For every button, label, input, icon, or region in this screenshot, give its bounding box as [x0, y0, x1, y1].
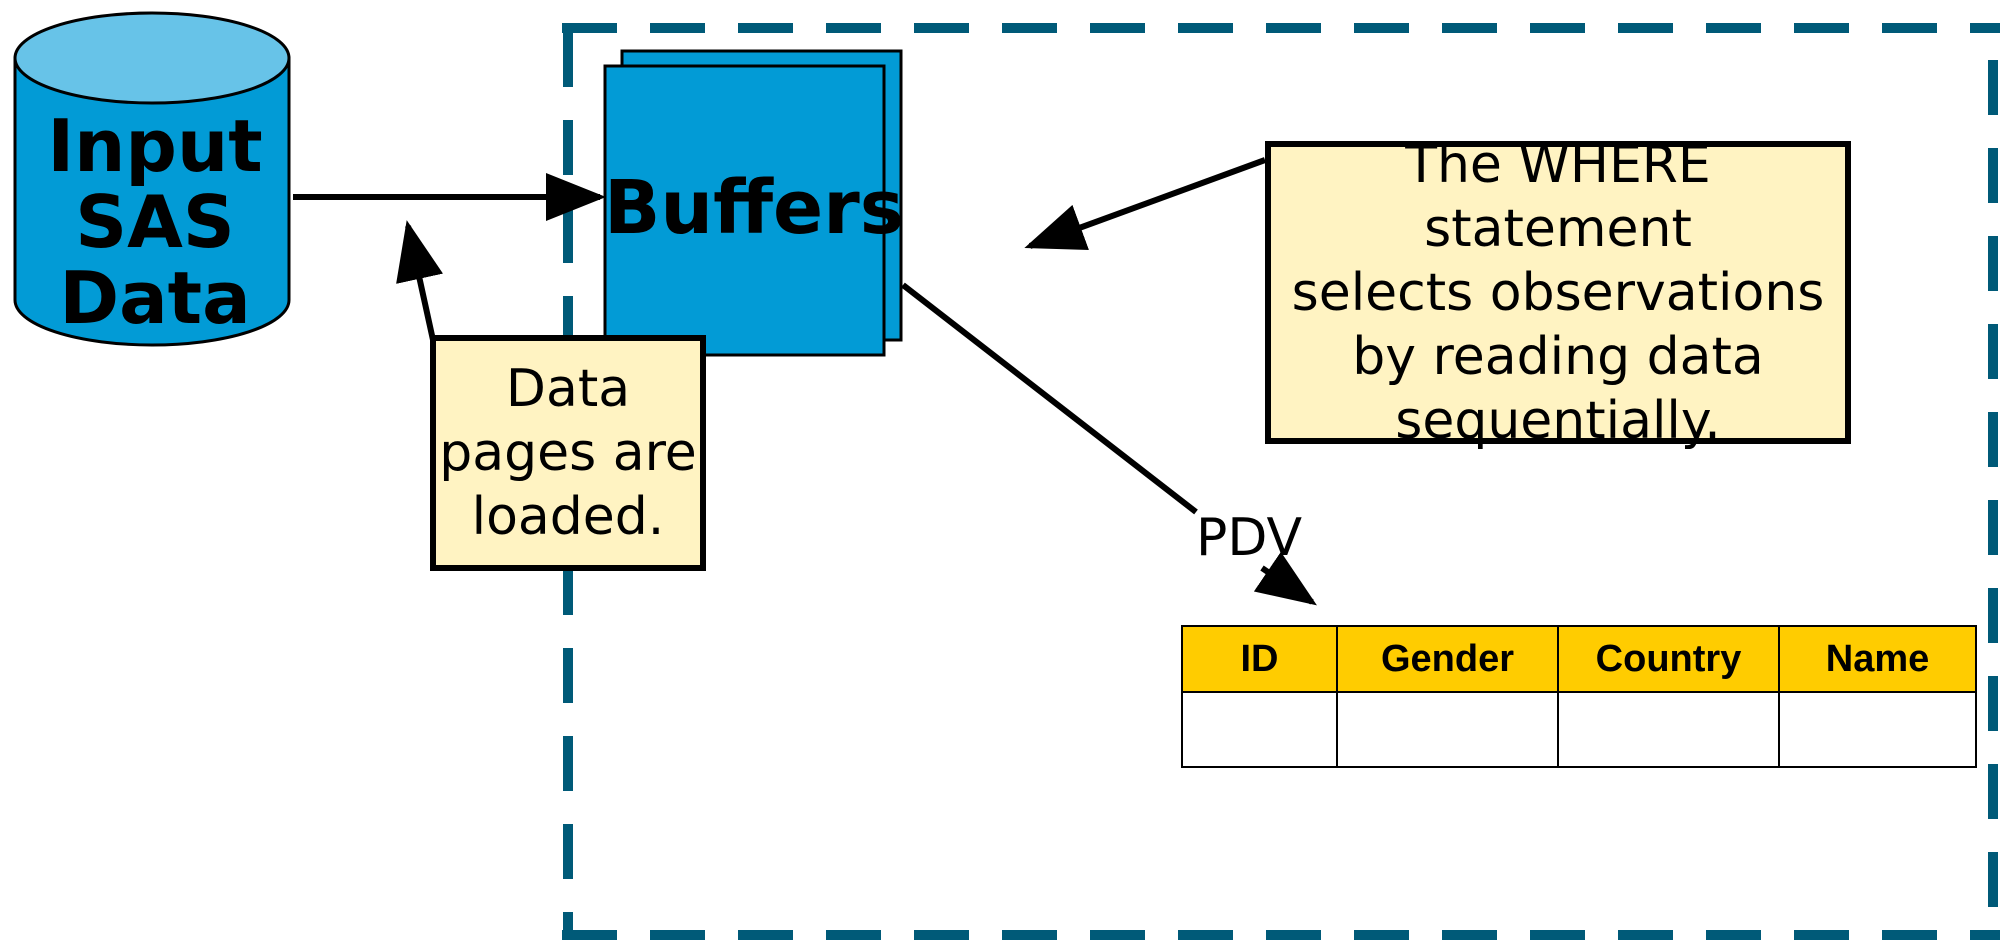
pdv-row	[1181, 691, 1977, 768]
pdv-table: ID Gender Country Name	[1181, 625, 1977, 768]
input-data-label: Input SAS Data	[15, 108, 295, 336]
pdv-header-row: ID Gender Country Name	[1181, 625, 1977, 693]
buffers-stack-icon	[603, 49, 903, 357]
arrow-pdv-to-table	[1253, 551, 1317, 606]
note-line: Data	[505, 359, 631, 419]
note-line: pages are	[439, 423, 697, 483]
input-label-line: Input	[47, 104, 263, 188]
connector-buffers-to-pdv	[901, 282, 1198, 515]
arrow-note-to-input-line	[396, 220, 444, 341]
pdv-label: PDV	[1196, 508, 1303, 568]
pdv-header-gender: Gender	[1336, 625, 1559, 693]
pdv-cell	[1557, 691, 1780, 768]
input-data-cylinder-icon	[13, 11, 291, 347]
note-where-statement: The WHERE statement selects observations…	[1265, 135, 1851, 451]
note-line: sequentially.	[1395, 390, 1721, 451]
pdv-cell	[1336, 691, 1559, 768]
note-data-pages-loaded: Data pages are loaded.	[430, 335, 706, 571]
pdv-cell	[1181, 691, 1338, 768]
note-line: loaded.	[471, 487, 665, 547]
note-line: The WHERE statement	[1405, 134, 1711, 259]
note-line: by reading data	[1352, 326, 1764, 387]
pdv-header-country: Country	[1557, 625, 1780, 693]
arrow-where-note-to-buffer-area	[1024, 157, 1267, 250]
input-label-line: Data	[59, 256, 251, 340]
input-label-line: SAS	[75, 180, 235, 264]
buffers-label: Buffers	[604, 165, 904, 251]
pdv-cell	[1778, 691, 1977, 768]
pdv-header-id: ID	[1181, 625, 1338, 693]
note-line: selects observations	[1291, 262, 1825, 323]
pdv-header-name: Name	[1778, 625, 1977, 693]
